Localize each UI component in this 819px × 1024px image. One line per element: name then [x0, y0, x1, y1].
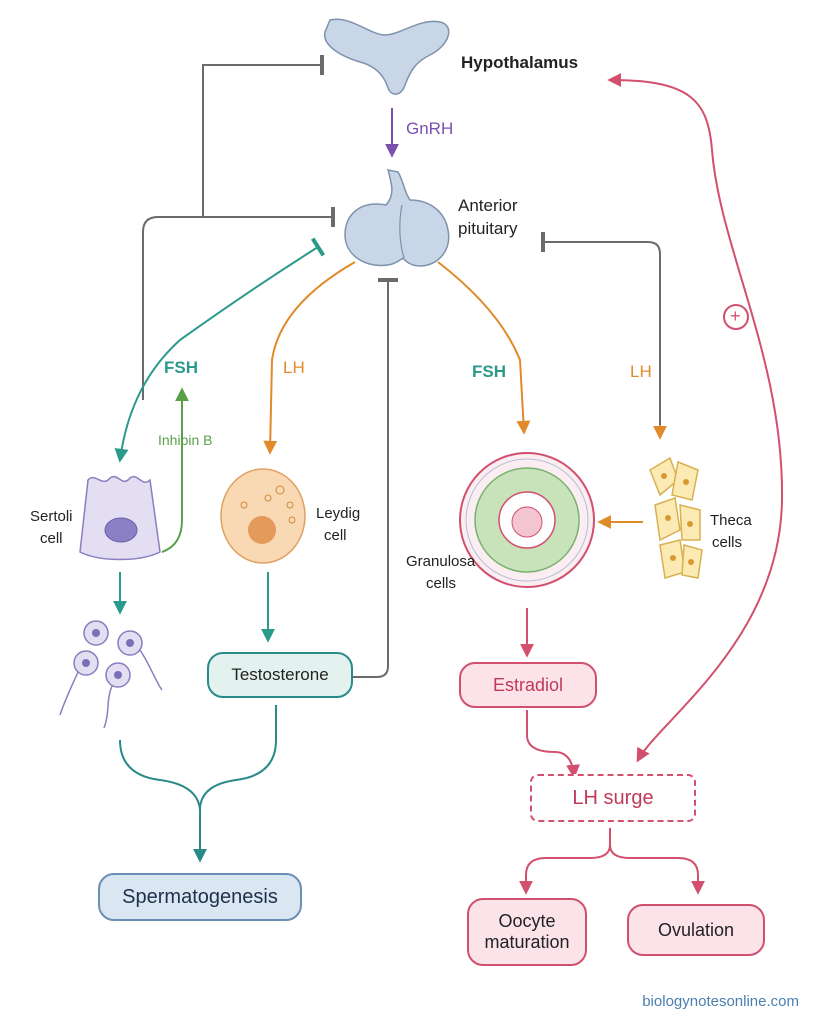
gnrh-label: GnRH	[406, 119, 454, 138]
sperm-merge-line	[119, 739, 201, 811]
feedback-to-hypothalamus	[202, 55, 324, 217]
anterior-pituitary-label-1: Anterior	[458, 196, 518, 215]
fsh-female-label: FSH	[472, 362, 506, 381]
positive-feedback-label: +	[730, 306, 741, 326]
testosterone-box: Testosterone	[207, 652, 353, 698]
fsh-male-label: FSH	[164, 358, 198, 377]
spermatogenesis-box: Spermatogenesis	[98, 873, 302, 921]
estradiol-to-lh-surge-arrow	[526, 710, 581, 779]
oocyte-label-2: maturation	[484, 932, 570, 952]
oocyte-maturation-box: Oocyte maturation	[467, 898, 587, 966]
inhibin-feedback-to-pituitary	[179, 237, 326, 341]
inhibin-b-label: Inhibin B	[158, 432, 213, 448]
feedback-to-pituitary	[142, 207, 335, 400]
lh-surge-branch-right	[609, 844, 705, 895]
testosterone-merge-line	[193, 705, 277, 863]
theca-label-1: Theca	[710, 512, 752, 529]
sertoli-label-2: cell	[40, 530, 63, 547]
sperm-cells	[59, 620, 163, 729]
fsh-female-arrow	[437, 261, 531, 435]
leydig-label-1: Leydig	[316, 505, 361, 522]
lh-male-arrow	[263, 261, 356, 455]
leydig-cell	[220, 468, 306, 564]
theca-cell-cluster	[649, 456, 703, 579]
granulosa-label-2: cells	[426, 575, 457, 592]
female-feedback-line	[541, 232, 661, 435]
theca-label-2: cells	[712, 534, 743, 551]
testosterone-feedback	[353, 278, 398, 678]
fsh-male-arrow	[114, 339, 181, 463]
hypothalamus-label: Hypothalamus	[461, 53, 579, 72]
anterior-pituitary-shape	[344, 169, 450, 267]
lh-male-label: LH	[283, 358, 305, 377]
hypothalamus-shape	[324, 18, 450, 95]
oocyte-label-1: Oocyte	[498, 911, 556, 932]
positive-feedback-loop	[607, 73, 784, 763]
follicle	[459, 452, 595, 588]
sertoli-cell	[79, 475, 161, 561]
positive-feedback-circle	[723, 304, 749, 330]
sertoli-label-1: Sertoli	[30, 508, 73, 525]
granulosa-label-1: Granulosa	[406, 553, 476, 570]
watermark: biologynotesonline.com	[642, 993, 799, 1010]
inhibin-arrow	[161, 387, 189, 553]
lh-surge-box: LH surge	[530, 774, 696, 822]
estradiol-box: Estradiol	[459, 662, 597, 708]
lh-female-label: LH	[630, 362, 652, 381]
leydig-label-2: cell	[324, 527, 347, 544]
lh-surge-branch	[519, 828, 611, 895]
anterior-pituitary-label-2: pituitary	[458, 219, 518, 238]
ovulation-box: Ovulation	[627, 904, 765, 956]
